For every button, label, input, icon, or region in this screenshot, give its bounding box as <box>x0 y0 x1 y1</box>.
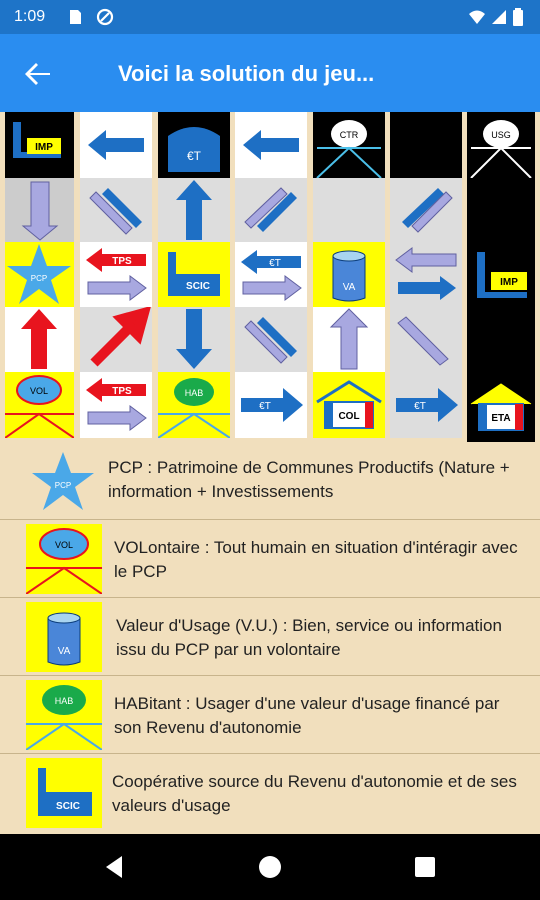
nav-back-icon[interactable] <box>100 852 130 882</box>
tile-ct-right[interactable]: €T <box>235 372 307 438</box>
tile-va[interactable]: VA <box>313 242 385 307</box>
legend-text-scic: Coopérative source du Revenu d'autonomie… <box>112 772 517 815</box>
legend-item-va: VA Valeur d'Usage (V.U.) : Bien, service… <box>0 598 540 676</box>
legend-item-vol: VOL VOLontaire : Tout humain en situatio… <box>0 520 540 598</box>
legend-item-pcp: PCP PCP : Patrimoine de Communes Product… <box>0 442 540 520</box>
tile-ct-up-arrow[interactable] <box>158 178 230 242</box>
tile-empty-grey[interactable] <box>313 178 385 242</box>
tile-scic[interactable]: SCIC <box>158 242 230 307</box>
tile-imp-right[interactable]: IMP <box>467 242 535 307</box>
tile-prod-cross-3[interactable] <box>390 178 462 242</box>
tile-hab-label: HAB <box>185 388 204 398</box>
legend-text-pcp: PCP : Patrimoine de Communes Productifs … <box>108 458 510 501</box>
status-time: 1:09 <box>14 8 46 25</box>
va-icon: VA <box>26 602 102 672</box>
page-title: Voici la solution du jeu... <box>118 61 375 86</box>
tile-prod-diagonal[interactable] <box>390 307 462 372</box>
tile-imp-top[interactable]: IMP <box>5 112 74 178</box>
status-bar: 1:09 <box>0 0 540 34</box>
scic-icon: SCIC <box>26 758 102 828</box>
legend-vol-label: VOL <box>55 540 73 550</box>
sd-card-icon <box>70 10 81 24</box>
tile-tps-up[interactable] <box>5 307 74 372</box>
tile-pcp-label: PCP <box>31 274 47 283</box>
tile-col[interactable]: COL <box>313 372 385 438</box>
legend-pcp-label: PCP <box>55 481 71 490</box>
legend-text-hab: HABitant : Usager d'une valeur d'usage f… <box>114 694 500 737</box>
tile-ct-label-4: €T <box>414 401 426 412</box>
tile-ctr[interactable]: CTR <box>313 112 385 179</box>
tile-ct-top[interactable]: €T <box>158 112 230 178</box>
tile-arrow-left-1[interactable] <box>80 112 152 178</box>
tile-eta[interactable]: ETA <box>467 372 535 438</box>
data-saver-icon <box>96 8 114 26</box>
tile-usg[interactable]: USG <box>467 112 535 179</box>
tile-ct-label-3: €T <box>259 401 271 412</box>
tile-ct-down-arrow[interactable] <box>158 307 230 372</box>
tile-arrows-cpro[interactable] <box>390 242 462 307</box>
legend-hab-label: HAB <box>55 696 74 706</box>
tile-arrow-left-2[interactable] <box>235 112 307 178</box>
legend-item-scic: SCIC Coopérative source du Revenu d'auto… <box>0 754 540 834</box>
tile-scic-label: SCIC <box>186 281 210 292</box>
app-bar: Voici la solution du jeu... <box>0 34 540 112</box>
tile-ctr-label: CTR <box>340 130 359 140</box>
tile-tps-2[interactable]: TPS <box>80 372 152 438</box>
tile-prod-up[interactable] <box>313 307 385 372</box>
legend-list: PCP PCP : Patrimoine de Communes Product… <box>0 442 540 834</box>
legend-scic-label: SCIC <box>56 801 80 812</box>
tile-empty-black[interactable] <box>390 112 462 178</box>
tile-tps-label: TPS <box>112 256 132 267</box>
wifi-icon <box>469 10 485 24</box>
legend-text-vol: VOLontaire : Tout humain en situation d'… <box>114 538 518 581</box>
legend-va-label: VA <box>58 646 71 657</box>
tile-imp-label: IMP <box>35 142 53 153</box>
nav-recents-icon[interactable] <box>410 852 440 882</box>
legend-text-va: Valeur d'Usage (V.U.) : Bien, service ou… <box>116 616 502 659</box>
game-board: IMP €T CTR USG <box>0 112 540 442</box>
navigation-bar <box>0 834 540 900</box>
cell-signal-icon <box>492 10 506 24</box>
tile-imp-label-2: IMP <box>500 277 518 288</box>
tile-tps-diagonal[interactable] <box>80 305 152 372</box>
legend-item-hab: HAB HABitant : Usager d'une valeur d'usa… <box>0 676 540 754</box>
tile-ct-label: €T <box>187 149 202 163</box>
tile-prod-cross-2[interactable] <box>235 178 307 242</box>
tile-vol-label: VOL <box>30 386 48 396</box>
battery-icon <box>513 8 523 26</box>
tile-ct-right-2[interactable]: €T <box>390 372 462 438</box>
tile-prod-cross-1[interactable] <box>80 178 152 242</box>
tile-va-label: VA <box>343 282 356 293</box>
hab-icon: HAB <box>26 680 102 750</box>
tile-ct-arrows[interactable]: €T <box>235 242 307 307</box>
tile-ct-label-2: €T <box>269 258 281 269</box>
tile-eta-label: ETA <box>491 413 510 424</box>
tile-usg-label: USG <box>491 130 511 140</box>
tile-vol[interactable]: VOL <box>4 372 75 439</box>
tile-prod-cross-4[interactable] <box>235 307 307 372</box>
tile-prod-vertical[interactable] <box>5 178 74 242</box>
tile-col-label: COL <box>338 411 359 422</box>
nav-home-icon[interactable] <box>255 852 285 882</box>
tile-hab[interactable]: HAB <box>157 372 231 439</box>
tile-pcp[interactable]: PCP <box>5 242 74 307</box>
vol-icon: VOL <box>26 524 102 594</box>
tile-tps-1[interactable]: TPS <box>80 242 152 307</box>
tile-tps-label-2: TPS <box>112 386 132 397</box>
pcp-star-icon: PCP <box>32 452 94 510</box>
back-arrow-icon[interactable] <box>22 58 54 90</box>
